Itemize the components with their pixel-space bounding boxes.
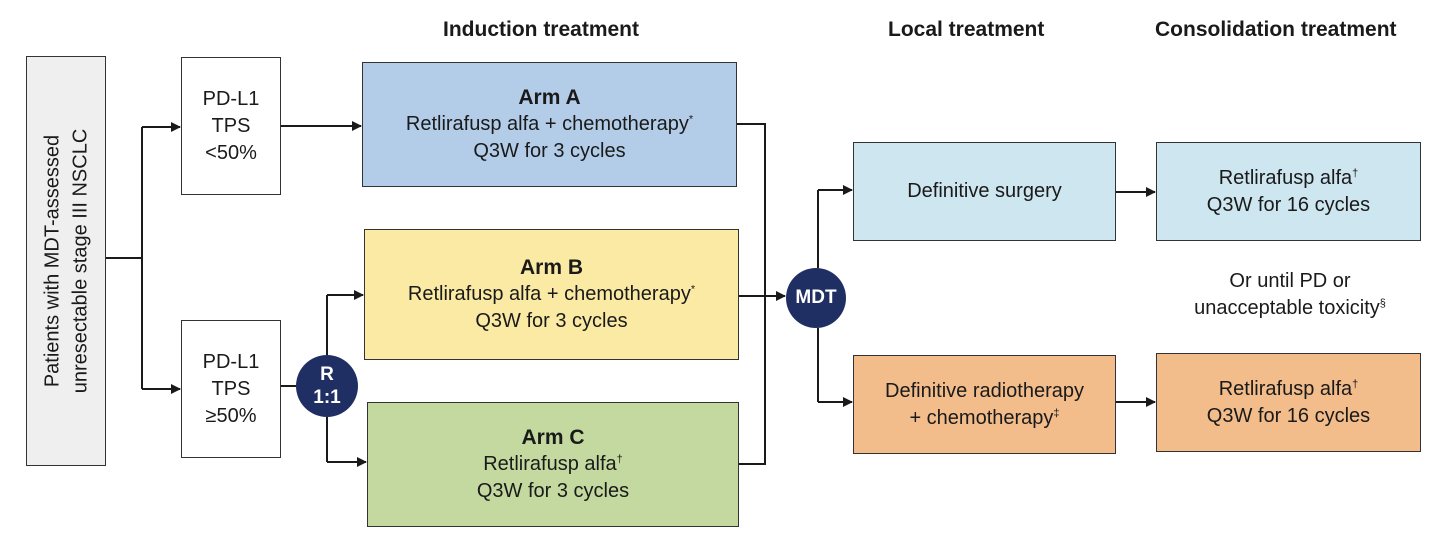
mdt-circle: MDT (786, 268, 846, 328)
cons-surgery-footnote-mark: † (1352, 166, 1359, 179)
cons-radio-treatment-line: Retlirafusp alfa† (1219, 376, 1359, 403)
pdl1-high-line-2: TPS (211, 377, 251, 400)
cons-radio-treatment: Retlirafusp alfa (1218, 377, 1353, 400)
radiotherapy-line-2-wrap: + chemotherapy‡ (909, 405, 1059, 432)
radiotherapy-box: Definitive radiotherapy + chemotherapy‡ (853, 355, 1116, 454)
surgery-box: Definitive surgery (853, 142, 1116, 241)
cons-surgery-treatment-line: Retlirafusp alfa† (1219, 165, 1359, 192)
patients-line-1: Patients with MDT-assessed (41, 134, 63, 388)
cons-radio-schedule: Q3W for 16 cycles (1206, 404, 1371, 427)
consolidation-surgery-box: Retlirafusp alfa† Q3W for 16 cycles (1156, 142, 1421, 241)
surgery-label: Definitive surgery (907, 180, 1062, 202)
arm-c-box: Arm C Retlirafusp alfa† Q3W for 3 cycles (367, 402, 739, 527)
radiotherapy-footnote-mark: ‡ (1053, 406, 1060, 419)
local-header: Local treatment (888, 18, 1045, 41)
arm-a-treatment-line: Retlirafusp alfa + chemotherapy* (406, 111, 693, 138)
randomization-circle: R 1:1 (296, 355, 358, 417)
connector-arm-c-to-mdt (739, 298, 766, 465)
cons-surgery-schedule: Q3W for 16 cycles (1206, 193, 1371, 216)
pd-note-line-1: Or until PD or (1229, 270, 1351, 292)
arm-a-title: Arm A (518, 86, 581, 109)
mdt-label: MDT (795, 287, 837, 308)
connector-arm-a-to-mdt (737, 123, 766, 298)
radiotherapy-line-2: + chemotherapy (909, 406, 1054, 429)
pdl1-low-line-3: <50% (205, 141, 257, 164)
cons-radio-footnote-mark: † (1352, 377, 1359, 390)
arm-c-schedule: Q3W for 3 cycles (476, 480, 630, 502)
pd-note-line-2: unacceptable toxicity (1194, 297, 1380, 319)
pd-note: Or until PD or unacceptable toxicity§ (1150, 268, 1430, 322)
arm-b-footnote-mark: * (690, 283, 696, 296)
cons-surgery-treatment: Retlirafusp alfa (1218, 166, 1353, 189)
pdl1-low-line-1: PD-L1 (202, 87, 260, 110)
arm-c-treatment: Retlirafusp alfa (483, 453, 617, 475)
pdl1-low-line-2: TPS (211, 114, 251, 137)
arm-a-footnote-mark: * (688, 113, 694, 126)
arm-b-treatment-line: Retlirafusp alfa + chemotherapy* (408, 281, 695, 308)
consolidation-radio-box: Retlirafusp alfa† Q3W for 16 cycles (1156, 353, 1421, 452)
randomization-line-2: 1:1 (313, 387, 341, 408)
pdl1-low-box: PD-L1 TPS <50% (181, 57, 281, 195)
arm-c-title: Arm C (521, 426, 585, 449)
arm-a-treatment: Retlirafusp alfa + chemotherapy (405, 113, 689, 135)
randomization-line-1: R (320, 364, 334, 385)
arm-b-treatment: Retlirafusp alfa + chemotherapy (407, 283, 691, 305)
pdl1-high-line-3: ≥50% (205, 404, 257, 427)
radiotherapy-line-1: Definitive radiotherapy (885, 379, 1084, 402)
arm-c-footnote-mark: † (616, 453, 623, 466)
pdl1-high-line-1: PD-L1 (202, 350, 260, 373)
patients-label: Patients with MDT-assessed unresectable … (38, 129, 94, 394)
pd-note-footnote-mark: § (1379, 297, 1386, 310)
arm-a-schedule: Q3W for 3 cycles (473, 140, 626, 162)
arm-b-title: Arm B (519, 256, 583, 279)
arm-b-box: Arm B Retlirafusp alfa + chemotherapy* Q… (364, 229, 739, 360)
induction-header: Induction treatment (443, 18, 640, 41)
arm-c-treatment-line: Retlirafusp alfa† (483, 451, 623, 478)
pdl1-high-box: PD-L1 TPS ≥50% (181, 320, 281, 458)
patients-line-2: unresectable stage III NSCLC (69, 128, 91, 394)
consolidation-header: Consolidation treatment (1155, 18, 1397, 41)
pd-note-line-2-wrap: unacceptable toxicity§ (1150, 295, 1430, 322)
arm-b-schedule: Q3W for 3 cycles (475, 310, 628, 332)
arm-a-box: Arm A Retlirafusp alfa + chemotherapy* Q… (362, 62, 737, 187)
patients-box: Patients with MDT-assessed unresectable … (26, 56, 106, 466)
